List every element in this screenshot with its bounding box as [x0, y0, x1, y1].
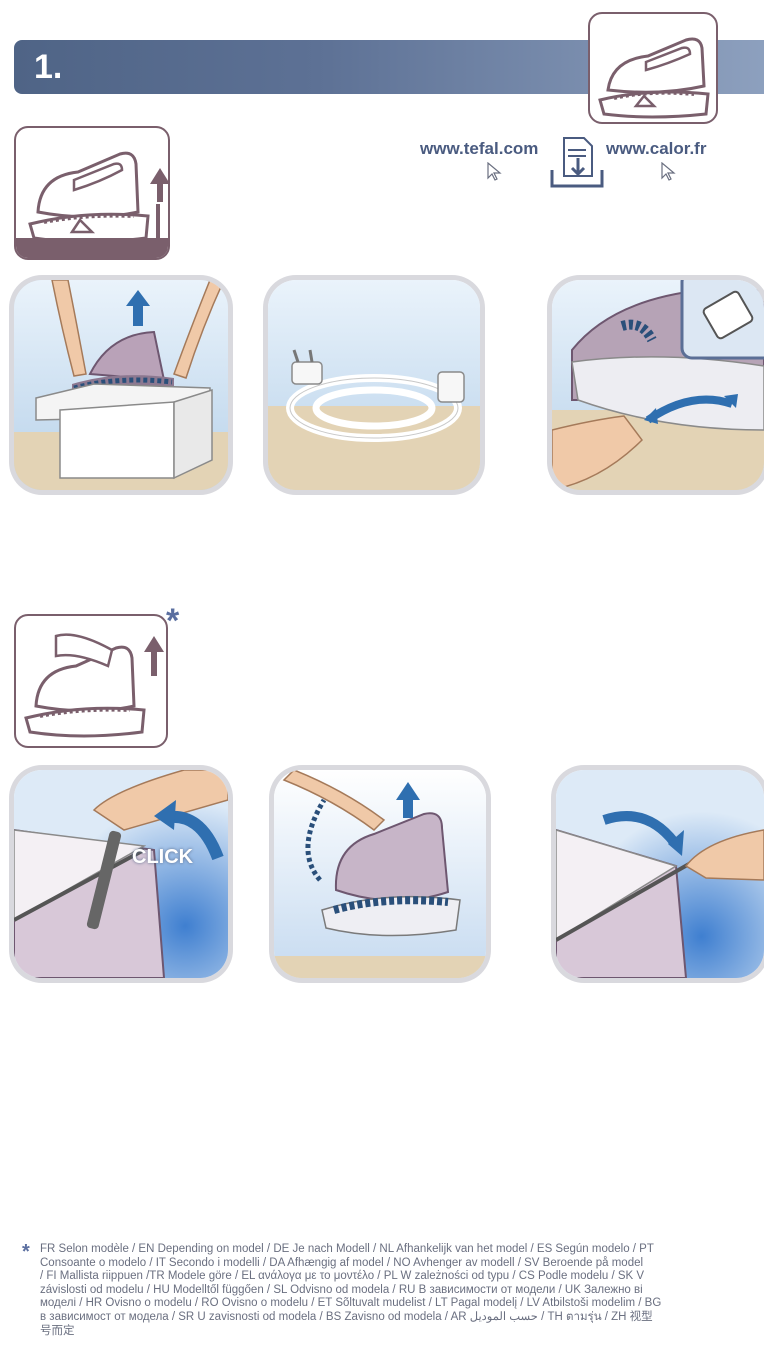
- footnote-line: моделі / HR Ovisno o modelu / RO Ovisno …: [40, 1297, 764, 1311]
- tefal-link[interactable]: www.tefal.com: [420, 139, 538, 159]
- lock-release-illustration: [556, 770, 764, 978]
- footnote-line: в зависимост от модела / SR U zavisnosti…: [40, 1311, 764, 1325]
- cord-plug-illustration: [552, 280, 764, 490]
- iron-station-icon: [590, 14, 716, 122]
- iron-station-badge: [588, 12, 718, 124]
- cursor-icon: [486, 162, 504, 182]
- iron-lift-illustration: [274, 770, 486, 978]
- calor-link[interactable]: www.calor.fr: [606, 139, 706, 159]
- unboxing-illustration: [14, 280, 228, 490]
- station-lift-icon: [16, 128, 168, 258]
- footnote-text: FR Selon modèle / EN Depending on model …: [40, 1243, 764, 1338]
- power-cord-illustration: [268, 280, 480, 490]
- footnote-line: Consoante o modelo / IT Secondo i modell…: [40, 1257, 764, 1271]
- cursor-icon: [660, 162, 678, 182]
- footnote-line: FR Selon modèle / EN Depending on model …: [40, 1243, 764, 1257]
- station-lift-badge: [14, 126, 170, 260]
- footnote-line: závislosti od modelu / HU Modelltől függ…: [40, 1284, 764, 1298]
- iron-lift-icon: [16, 616, 166, 746]
- lock-click-illustration: CLICK: [14, 770, 228, 978]
- footnote-line: 号而定: [40, 1325, 764, 1339]
- click-label: CLICK: [132, 846, 193, 869]
- download-document-icon[interactable]: [548, 136, 604, 192]
- step-number: 1.: [34, 44, 62, 90]
- footnote-asterisk: *: [22, 1243, 30, 1261]
- model-asterisk: *: [166, 604, 179, 638]
- iron-lift-badge: [14, 614, 168, 748]
- footnote-line: / FI Mallista riippuen /TR Modele göre /…: [40, 1270, 764, 1284]
